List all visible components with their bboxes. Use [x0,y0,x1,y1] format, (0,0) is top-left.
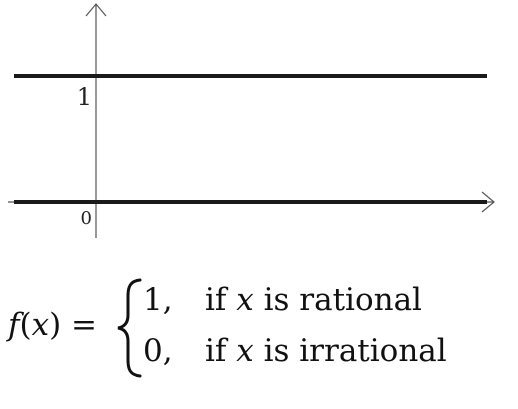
case-1-if: if [205,282,229,318]
case-1-condition: if x is rational [205,282,422,318]
formula-lhs-close-paren: ) = [49,307,97,343]
case-2-if: if [205,333,229,369]
series-layer [14,74,487,204]
formula-lhs: f(x) = [6,307,97,343]
case-2-condition: if x is irrational [205,333,447,369]
case-1-rest: is rational [264,282,422,318]
x-axis-arrowhead [481,191,495,213]
piecewise-formula: f(x) = 1, if x is rational 0, if x is ir… [6,278,447,378]
formula-lhs-open-paren: ( [19,307,31,343]
formula-left-brace [117,278,142,378]
case-2-value: 0, [143,333,173,369]
y-axis-arrowhead [85,3,107,17]
case-1-var: x [236,282,254,318]
formula-lhs-arg: x [32,307,50,343]
case-2-rest: is irrational [264,333,447,369]
case-2-var: x [236,333,254,369]
case-1-value: 1, [143,282,173,318]
y-tick-label-1: 1 [77,83,92,111]
tick-layer: 01 [77,83,92,229]
y-tick-label-0: 0 [81,208,92,229]
